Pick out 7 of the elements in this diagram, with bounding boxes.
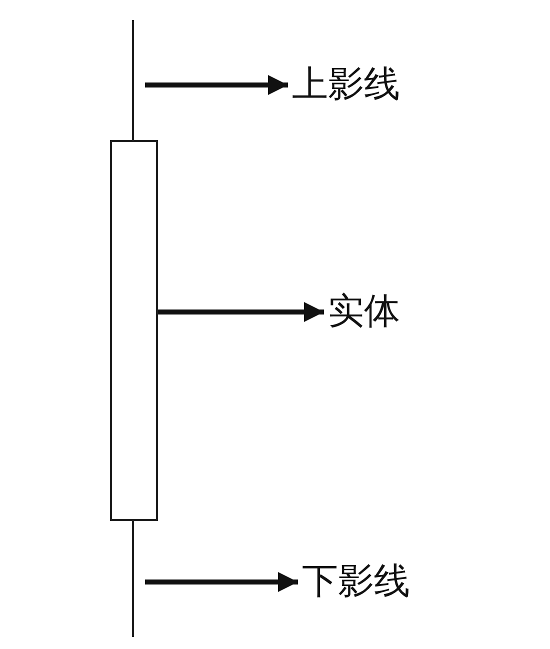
part-label: 下影线	[302, 564, 410, 600]
arrow	[145, 572, 298, 592]
part-label: 上影线	[292, 67, 400, 103]
part-label: 实体	[328, 294, 400, 330]
arrow	[158, 302, 324, 322]
candle-body	[110, 140, 158, 521]
arrow	[145, 75, 288, 95]
